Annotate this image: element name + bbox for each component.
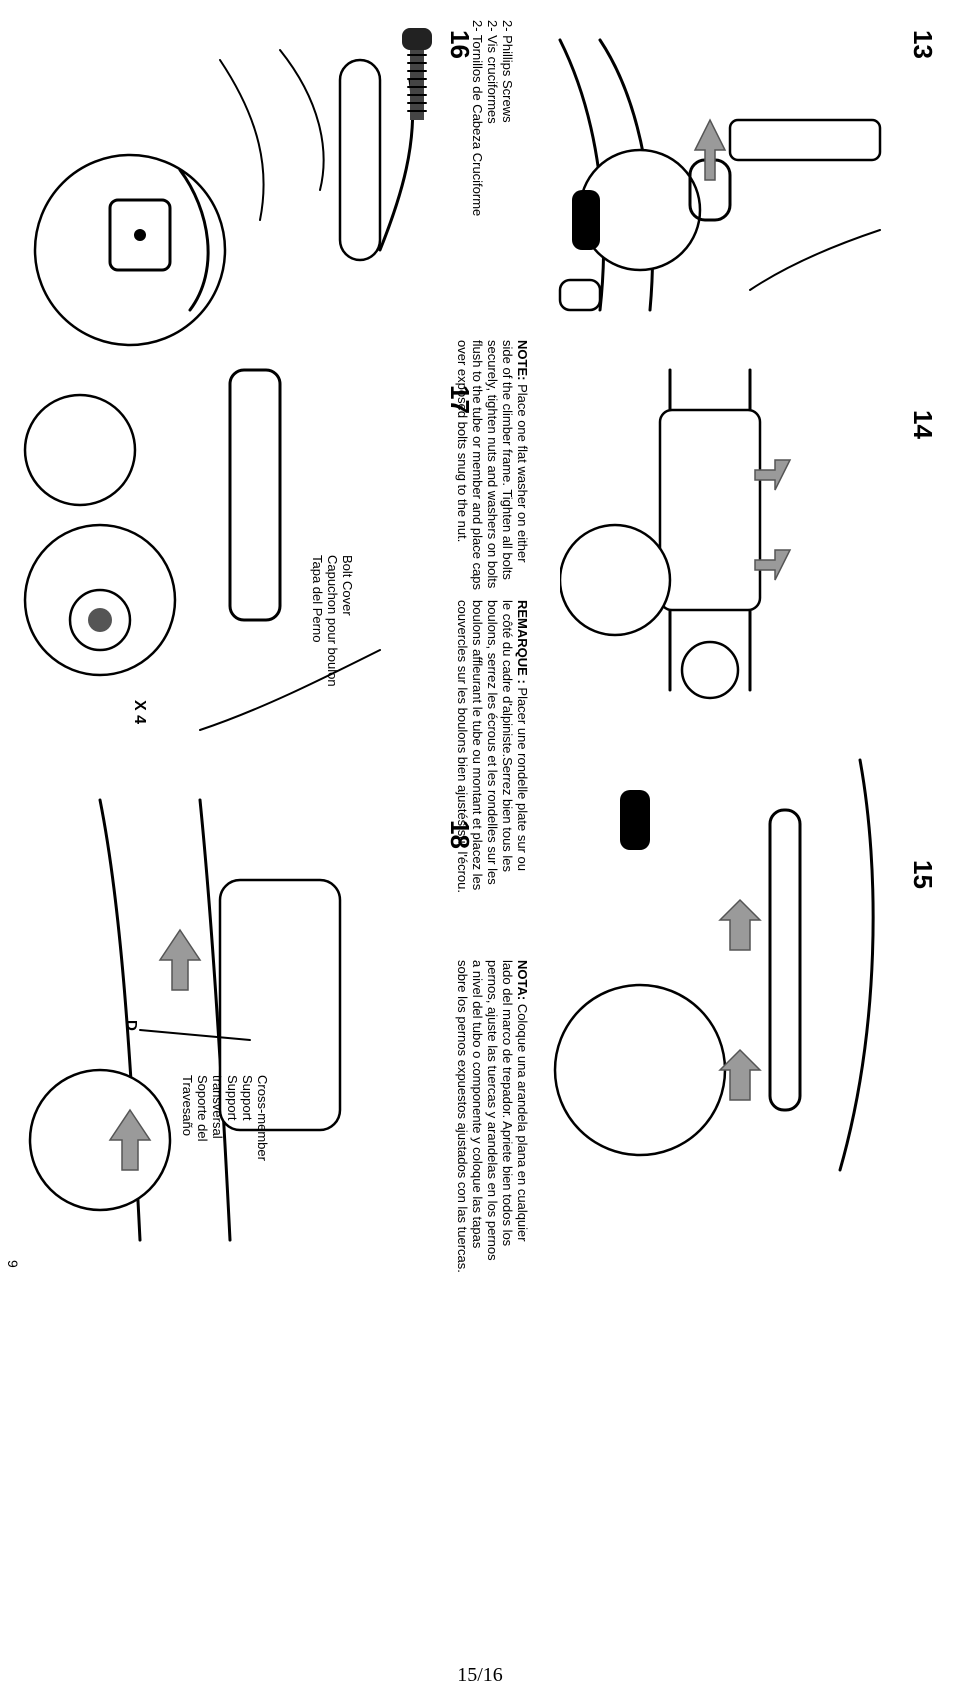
note-spanish-line-0: NOTA: Coloque una arandela plana en cual… [515, 960, 530, 1270]
note-french-line-4: couvercles sur les boulons bien ajustés … [455, 600, 470, 893]
note-french-heading: REMARQUE : [515, 600, 530, 684]
note-english-line-3: flush to the tube or member and place ca… [470, 340, 485, 591]
note-english-line-2: securely, tighten nuts and washers on bo… [485, 340, 500, 589]
cross-member-label-5: Travesaño [180, 1075, 195, 1136]
side-page-number: 9 [5, 1260, 21, 1268]
note-french-line-0: REMARQUE : Placer une rondelle plate sur… [515, 600, 530, 900]
step-17-illustration [20, 350, 400, 750]
rotated-instruction-sheet: 13 14 15 16 17 18 [5, 20, 938, 1273]
cross-member-label-2: Support [225, 1075, 240, 1121]
screws-label-es: 2- Tornillos de Cabeza Cruciforme [470, 20, 485, 217]
cross-member-label: Cross-member Support Support transversal… [180, 1075, 270, 1161]
cross-member-label-0: Cross-member [255, 1075, 270, 1161]
bolt-cover-label-fr: Capuchon pour boulon [325, 555, 340, 687]
step-number-13: 13 [908, 30, 938, 59]
note-french: REMARQUE : Placer une rondelle plate sur… [455, 600, 530, 900]
bolt-cover-label-en: Bolt Cover [340, 555, 355, 616]
note-french-line-1: le côté du cadre d'alpiniste.Serrez bien… [500, 600, 515, 873]
note-english-line-0: NOTE: Place one flat washer on either [515, 340, 530, 620]
note-english-heading: NOTE: [515, 340, 530, 381]
note-spanish-text-0: Coloque una arandela plana en cualquier [515, 1000, 530, 1242]
note-spanish: NOTA: Coloque una arandela plana en cual… [455, 960, 530, 1273]
step-15-illustration [540, 750, 900, 1180]
screws-label-fr: 2- Vis cruciformes [485, 20, 500, 124]
phillips-screw-icon [402, 28, 432, 120]
bolt-cover-label-es: Tapa del Perno [310, 555, 325, 643]
cross-member-label-3: transversal [210, 1075, 225, 1139]
screws-label: 2- Phillips Screws 2- Vis cruciformes 2-… [470, 20, 515, 216]
step-18-illustration [20, 780, 400, 1260]
step-13-illustration [520, 20, 900, 320]
screws-label-en: 2- Phillips Screws [500, 20, 515, 123]
note-spanish-line-1: lado del marco de trepador. Apriete bien… [500, 960, 515, 1247]
note-english-text-0: Place one flat washer on either [515, 380, 530, 563]
cross-member-label-4: Soporte del [195, 1075, 210, 1142]
part-label-d: D [123, 1020, 140, 1031]
bolt-cover-quantity: X 4 [131, 700, 148, 725]
note-english: NOTE: Place one flat washer on either si… [455, 340, 530, 620]
note-spanish-line-3: a nivel del tubo o componente y coloque … [470, 960, 485, 1249]
bolt-cover-label: Bolt Cover Capuchon pour boulon Tapa del… [310, 555, 355, 687]
note-english-line-1: side of the climber frame. Tighten all b… [500, 340, 515, 580]
note-spanish-line-4: sobre los pernos expuestos ajustados con… [455, 960, 470, 1273]
note-french-text-0: Placer une rondelle plate sur ou [515, 683, 530, 871]
step-number-15: 15 [908, 860, 938, 889]
step-16-illustration [20, 20, 440, 350]
step-number-14: 14 [908, 410, 938, 439]
note-french-line-3: boulons affleurant le tube ou montant et… [470, 600, 485, 891]
step-14-illustration [560, 350, 870, 710]
note-spanish-heading: NOTA: [515, 960, 530, 1001]
page-footer: 15/16 [457, 1664, 503, 1686]
note-french-line-2: boulons, serrez les écrous et les rondel… [485, 600, 500, 885]
note-english-line-4: over exposed bolts snug to the nut. [455, 340, 470, 543]
note-spanish-line-2: pernos, ajuste las tuercas y arandelas e… [485, 960, 500, 1261]
cross-member-label-1: Support [240, 1075, 255, 1121]
